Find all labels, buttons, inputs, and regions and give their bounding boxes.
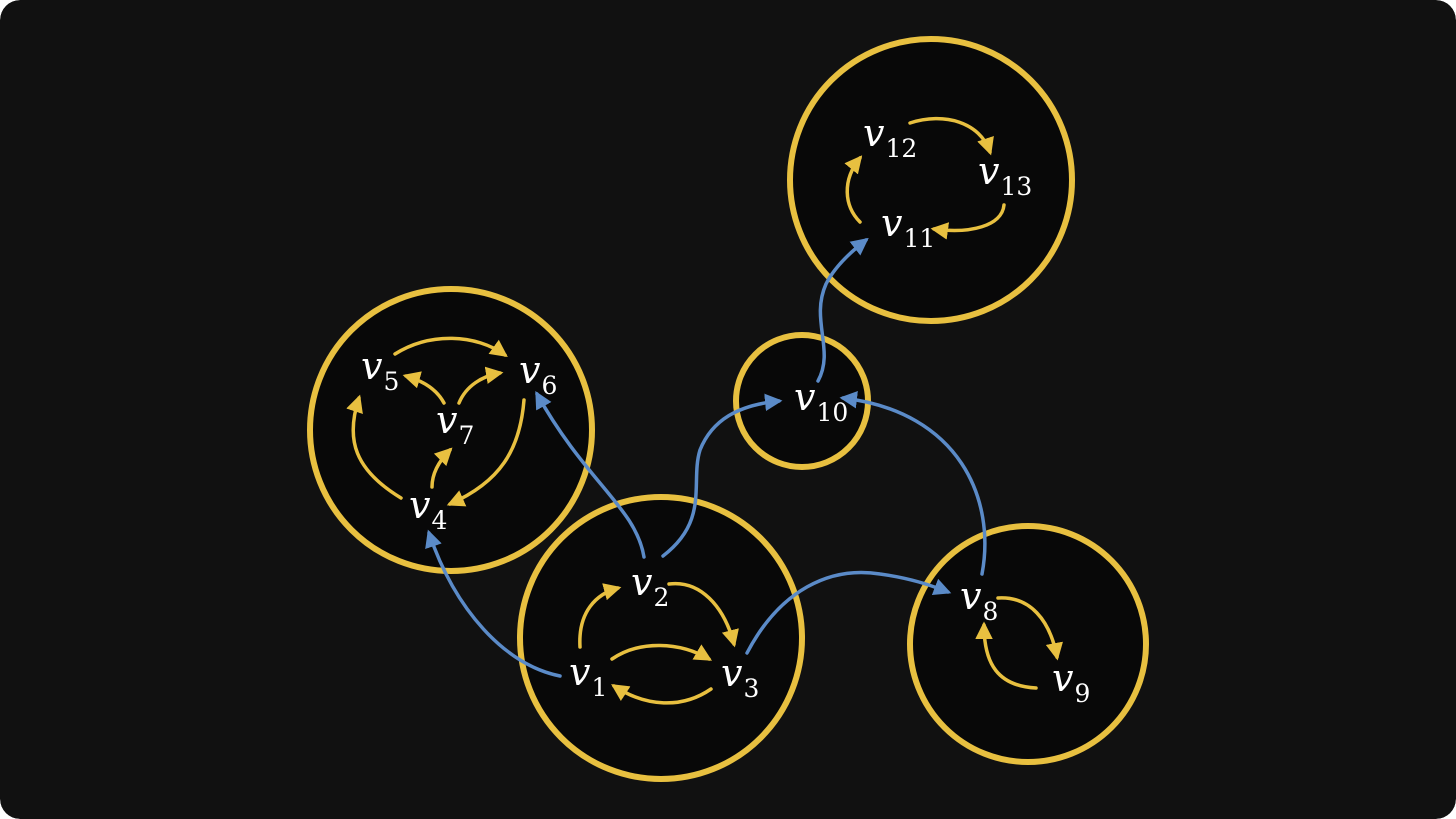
edge-v13-v11-yellow <box>930 203 1006 240</box>
node-label-v2: v2 <box>631 560 669 612</box>
edge-v2-v6-blue <box>535 390 646 559</box>
node-label-base: v <box>978 149 1000 193</box>
component-circle-v1-v2-v3 <box>517 494 805 782</box>
edge-v4-v7-yellow <box>430 447 453 489</box>
edge-v1-v4-blue <box>425 529 562 678</box>
node-label-v9: v9 <box>1052 656 1090 708</box>
node-label-subscript: 10 <box>816 398 848 427</box>
node-label-v10: v10 <box>794 375 848 427</box>
edge-v10-v11-blue <box>816 237 869 383</box>
node-label-subscript: 9 <box>1074 679 1090 708</box>
edges-layer <box>346 116 1063 705</box>
node-label-base: v <box>519 348 541 392</box>
component-circle-v8-v9 <box>907 523 1149 765</box>
node-label-subscript: 1 <box>591 673 607 702</box>
edge-v7-v6-yellow <box>457 366 504 405</box>
node-label-v11: v11 <box>881 201 935 253</box>
node-label-base: v <box>881 201 903 245</box>
node-label-base: v <box>361 344 383 388</box>
edge-v1-v3-yellow <box>610 643 713 661</box>
node-label-subscript: 12 <box>885 134 917 163</box>
edge-v12-v13-yellow <box>908 116 994 156</box>
edge-v8-v9-yellow <box>996 596 1063 661</box>
node-label-v1: v1 <box>569 650 607 702</box>
edge-v3-v8-blue <box>745 570 952 655</box>
node-label-v6: v6 <box>519 348 557 400</box>
node-label-base: v <box>960 574 982 618</box>
node-label-subscript: 7 <box>458 421 474 450</box>
node-label-base: v <box>569 650 591 694</box>
node-label-subscript: 8 <box>982 597 998 626</box>
component-circle-v4-v5-v6-v7 <box>307 286 595 574</box>
edge-v1-v2-yellow <box>578 583 622 649</box>
node-label-v7: v7 <box>436 398 474 450</box>
node-label-v3: v3 <box>721 651 759 703</box>
node-label-v13: v13 <box>978 149 1032 201</box>
node-label-subscript: 4 <box>431 506 447 535</box>
edge-v7-v5-yellow <box>402 371 446 405</box>
node-label-base: v <box>631 560 653 604</box>
edge-v6-v4-yellow <box>446 398 526 507</box>
node-label-base: v <box>863 111 885 155</box>
edge-v8-v10-blue <box>839 390 987 576</box>
node-label-subscript: 2 <box>653 583 669 612</box>
node-label-v12: v12 <box>863 111 917 163</box>
node-label-v5: v5 <box>361 344 399 396</box>
node-label-subscript: 13 <box>1000 172 1032 201</box>
node-label-subscript: 11 <box>903 224 935 253</box>
node-label-v8: v8 <box>960 574 998 626</box>
node-label-subscript: 5 <box>383 367 399 396</box>
edge-v2-v10-blue <box>661 393 783 558</box>
node-label-base: v <box>794 375 816 419</box>
node-label-base: v <box>409 483 431 527</box>
edge-v9-v8-yellow <box>975 621 1038 690</box>
node-label-subscript: 6 <box>541 371 557 400</box>
node-label-base: v <box>721 651 743 695</box>
node-label-base: v <box>436 398 458 442</box>
edge-v3-v1-yellow <box>611 684 713 705</box>
edge-v4-v5-yellow <box>346 394 403 500</box>
node-label-v4: v4 <box>409 483 447 535</box>
edge-v11-v12-yellow <box>844 155 863 224</box>
edge-v5-v6-yellow <box>393 336 508 358</box>
edge-v2-v3-yellow <box>667 581 739 648</box>
node-label-subscript: 3 <box>743 674 759 703</box>
node-label-base: v <box>1052 656 1074 700</box>
